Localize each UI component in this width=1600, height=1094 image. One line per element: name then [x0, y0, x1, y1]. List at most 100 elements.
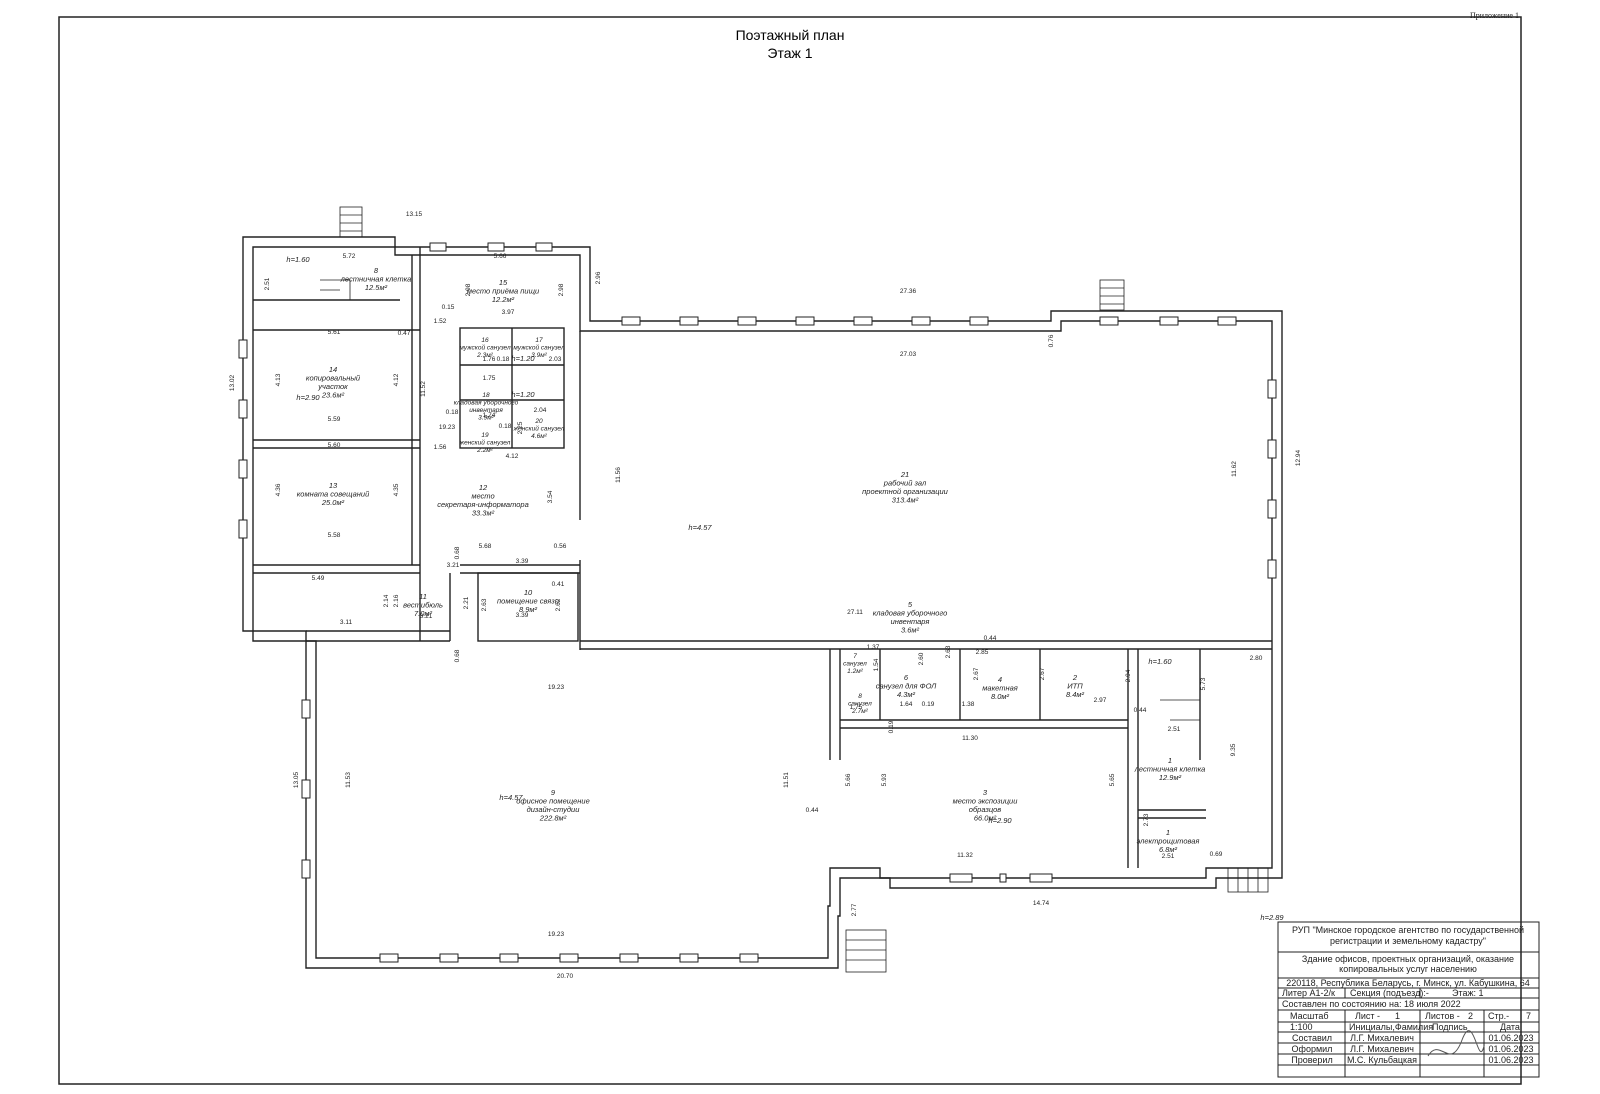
title-block-text: РУП "Минское городское агентство по госу…: [1282, 925, 1534, 1065]
tb-date: 01.06.2023: [1488, 1044, 1533, 1054]
dimension-label: 0.15: [442, 304, 455, 311]
tb-sheets: Листов -: [1425, 1011, 1460, 1021]
room-name: мужской санузел: [459, 344, 511, 352]
dimension-label: 2.63: [945, 645, 952, 658]
room-number: 1: [1166, 828, 1170, 837]
dimension-label: 0.68: [454, 649, 461, 662]
tb-col-date: Дата: [1500, 1022, 1520, 1032]
room-name: кладовая уборочного: [454, 399, 519, 407]
room-area: 8.9м²: [519, 605, 538, 614]
room-area: 8.0м²: [991, 692, 1010, 701]
outer-wall: [242, 236, 1283, 969]
dimension-label: 0.41: [552, 581, 565, 588]
dimension-label: 0.18: [446, 409, 459, 416]
dimension-label: 1.76: [483, 356, 496, 363]
room-area: 7.0м²: [414, 609, 433, 618]
tb-floor: Этаж: 1: [1452, 988, 1484, 998]
dimension-label: 3.11: [340, 619, 353, 626]
tb-object-1: Здание офисов, проектных организаций, ок…: [1302, 954, 1514, 964]
room-name: участок: [317, 382, 348, 391]
dimension-label: 5.66: [845, 773, 852, 786]
tb-name: Л.Г. Михалевич: [1350, 1033, 1414, 1043]
dimension-label: 5.58: [328, 532, 341, 539]
dimension-label: 4.13: [275, 373, 282, 386]
dimension-label: 1.75: [483, 375, 496, 382]
room-number: 4: [998, 675, 1002, 684]
dimension-label: 11.53: [345, 772, 352, 788]
dimension-label: 2.14: [383, 594, 390, 607]
room-name: рабочий зал: [883, 479, 927, 488]
dimension-label: 11.30: [962, 735, 978, 742]
dimension-label: 2.16: [393, 594, 400, 607]
tb-sheet: Лист -: [1355, 1011, 1380, 1021]
dimension-label: 5.72: [343, 253, 356, 260]
dimension-label: 2.77: [851, 903, 858, 916]
room-name: копировальный: [306, 374, 361, 383]
dimension-label: 5.61: [328, 329, 341, 336]
dimension-label: 1.64: [900, 701, 913, 708]
room-area: 4.3м²: [897, 690, 916, 699]
tb-name: М.С. Кульбацкая: [1347, 1055, 1417, 1065]
dimension-label: 13.15: [406, 211, 423, 218]
room-number: 21: [900, 470, 909, 479]
height-label: h=2.89: [1260, 913, 1284, 922]
dimension-label: 2.21: [463, 596, 470, 609]
room-area: 25.0м²: [321, 498, 345, 507]
dimension-label: 2.62: [555, 598, 562, 611]
tb-scale-value: 1:100: [1290, 1022, 1313, 1032]
room-name: место: [471, 492, 494, 501]
room-number: 3: [983, 788, 988, 797]
tb-role: Составил: [1292, 1033, 1332, 1043]
dimension-label: 2.51: [1168, 726, 1181, 733]
stairs: [320, 206, 1269, 973]
room-area: 3.6м²: [901, 626, 920, 635]
room-name: дизайн-студии: [527, 805, 581, 814]
sheet-frame: [58, 16, 1522, 1085]
room-area: 12.2м²: [492, 295, 515, 304]
dimension-label: 2.63: [481, 598, 488, 611]
height-label: h=1.20: [511, 390, 535, 399]
tb-sheet-num: 1: [1395, 1011, 1400, 1021]
room-area: 4.6м²: [531, 433, 547, 440]
dimension-label: 2.51: [1162, 853, 1175, 860]
room-number: 6: [904, 673, 909, 682]
room-number: 8: [374, 266, 379, 275]
tb-scale-label: Масштаб: [1290, 1011, 1329, 1021]
room-number: 15: [499, 278, 508, 287]
dimension-label: 2.51: [264, 277, 271, 290]
walls: [242, 236, 1283, 969]
room-name: проектной организации: [862, 487, 949, 496]
height-label: h=2.90: [296, 393, 320, 402]
dimension-label: 2.73: [1143, 813, 1150, 826]
dimension-label: 2.25: [517, 421, 524, 434]
room-area: 12.9м²: [1159, 773, 1182, 782]
dimension-label: 0.18: [499, 423, 512, 430]
height-label: h=4.57: [688, 523, 712, 532]
dimension-label: 27.11: [847, 609, 863, 616]
dimension-label: 11.32: [957, 852, 973, 859]
room-area: 12.5м²: [365, 283, 388, 292]
room-name: офисное помещение: [516, 797, 590, 806]
dimension-label: 13.02: [229, 374, 236, 391]
dimension-label: 5.93: [881, 773, 888, 786]
room-number: 8: [858, 693, 862, 700]
room-number: 9: [551, 788, 556, 797]
dimension-label: 0.69: [1210, 851, 1223, 858]
room-number: 1: [1168, 756, 1172, 765]
height-label: h=2.90: [988, 816, 1012, 825]
height-label: h=1.20: [511, 354, 535, 363]
room-number: 10: [524, 588, 533, 597]
